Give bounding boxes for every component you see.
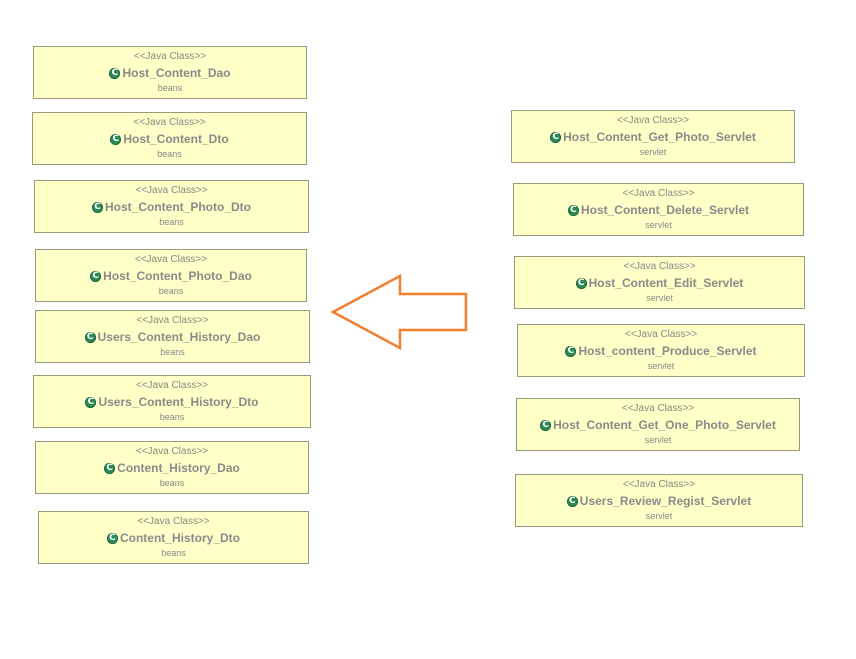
class-name-text: Users_Content_History_Dto (98, 395, 259, 409)
stereotype-label: <<Java Class>> (136, 315, 209, 326)
package-label: beans (159, 478, 185, 488)
class-c-icon: C (110, 133, 122, 145)
class-name-text: Host_Content_Get_One_Photo_Servlet (553, 418, 776, 432)
package-label: servlet (645, 220, 672, 230)
class-name-text: Host_Content_Dto (123, 132, 229, 146)
package-label: beans (157, 149, 182, 159)
class-name-text: Host_content_Produce_Servlet (578, 344, 757, 358)
class-c-icon: C (104, 462, 116, 474)
stereotype-label: <<Java Class>> (622, 479, 696, 490)
package-label: beans (158, 286, 184, 296)
package-label: servlet (647, 361, 675, 371)
package-label: beans (161, 548, 186, 558)
class-c-icon: C (109, 67, 121, 79)
stereotype-label: <<Java Class>> (135, 185, 208, 196)
class-c-icon: C (106, 532, 118, 544)
class-name-text: Host_Content_Photo_Dao (103, 269, 252, 283)
class-name-text: Users_Content_History_Dao (97, 330, 261, 344)
package-label: beans (160, 347, 185, 357)
stereotype-label: <<Java Class>> (135, 380, 209, 391)
class-name-text: Host_Content_Edit_Servlet (588, 276, 744, 290)
stereotype-label: <<Java Class>> (135, 446, 209, 457)
stereotype-label: <<Java Class>> (133, 51, 207, 62)
class-c-icon: C (575, 277, 587, 289)
class-c-icon: C (565, 345, 577, 357)
class-c-icon: C (550, 131, 562, 143)
stereotype-label: <<Java Class>> (624, 329, 698, 340)
class-name-text: Host_Content_Get_Photo_Servlet (563, 130, 756, 144)
stereotype-label: <<Java Class>> (134, 254, 208, 265)
class-c-icon: C (85, 396, 97, 408)
class-c-icon: C (540, 419, 552, 431)
package-label: servlet (645, 511, 673, 521)
stereotype-label: <<Java Class>> (616, 115, 690, 126)
class-c-icon: C (92, 201, 103, 213)
class-name-text: Host_Content_Dao (122, 66, 231, 80)
stereotype-label: <<Java Class>> (622, 188, 695, 199)
class-c-icon: C (566, 495, 578, 507)
package-label: servlet (646, 293, 673, 303)
class-c-icon: C (567, 204, 579, 216)
class-c-icon: C (84, 331, 96, 343)
package-label: servlet (639, 147, 667, 157)
stereotype-label: <<Java Class>> (137, 516, 210, 527)
package-label: beans (157, 83, 183, 93)
class-name-text: Content_History_Dto (119, 531, 240, 545)
class-name-text: Host_Content_Delete_Servlet (580, 203, 750, 217)
stereotype-label: <<Java Class>> (133, 117, 206, 128)
class-name-text: Users_Review_Regist_Servlet (579, 494, 752, 508)
package-label: beans (159, 412, 185, 422)
package-label: beans (159, 217, 184, 227)
class-c-icon: C (90, 270, 102, 282)
stereotype-label: <<Java Class>> (623, 261, 696, 272)
arrow-shape (330, 273, 468, 351)
stereotype-label: <<Java Class>> (621, 403, 695, 414)
class-name-text: Content_History_Dao (117, 461, 240, 475)
package-label: servlet (644, 435, 672, 445)
class-name-text: Host_Content_Photo_Dto (105, 200, 251, 214)
